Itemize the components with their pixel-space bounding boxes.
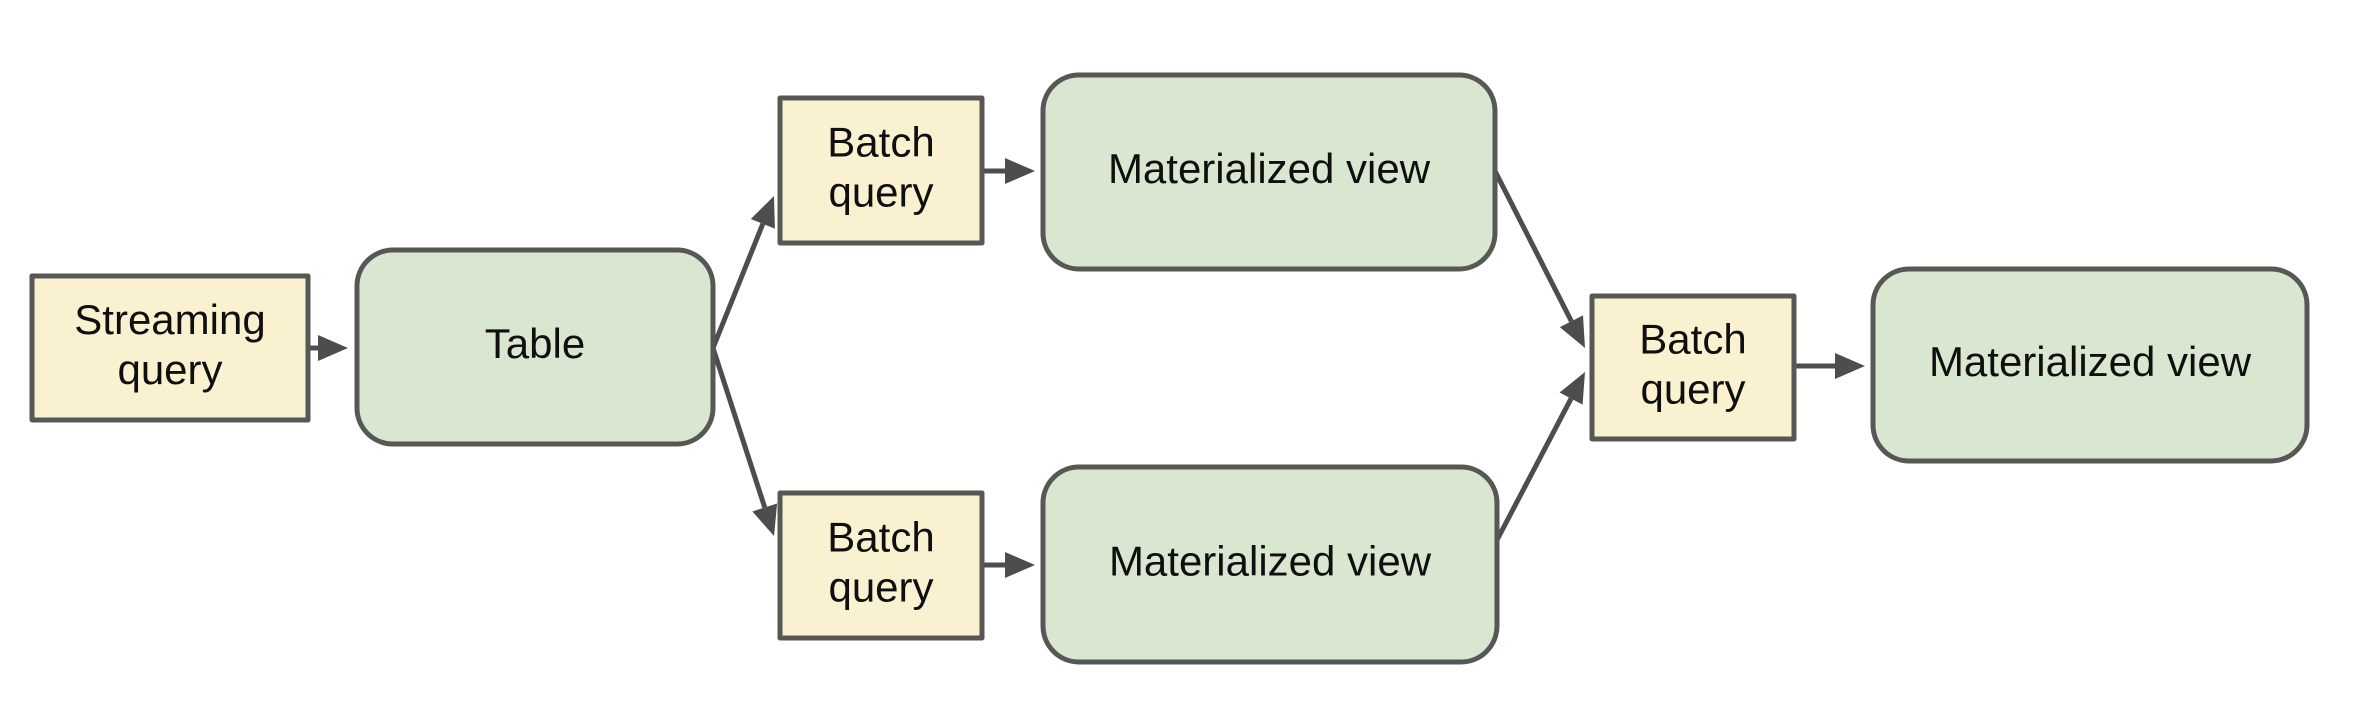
- arrowhead-icon: [750, 196, 775, 229]
- node-shape-rectangle[interactable]: [777, 490, 985, 641]
- node-label-batch-query-bottom: Batch: [827, 514, 934, 561]
- arrowhead-icon: [1559, 372, 1585, 405]
- edge-shaft: [1492, 169, 1574, 323]
- edge-batch-query-bottom-to-materialized-view-bottom: [982, 552, 1035, 578]
- edge-materialized-view-top-to-batch-query-merge: [1492, 169, 1585, 348]
- edge-materialized-view-bottom-to-batch-query-merge: [1494, 372, 1585, 542]
- arrowhead-icon: [1835, 353, 1865, 379]
- node-shape-rectangle[interactable]: [777, 95, 985, 246]
- node-label-batch-query-merge: Batch: [1639, 316, 1746, 363]
- arrowhead-icon: [1005, 158, 1035, 184]
- node-label-batch-query-merge: query: [1640, 366, 1745, 413]
- node-materialized-view-final[interactable]: Materialized view: [1870, 266, 2310, 464]
- edge-batch-query-top-to-materialized-view-top: [982, 158, 1035, 184]
- node-table[interactable]: Table: [354, 247, 716, 447]
- node-shape-rectangle[interactable]: [1589, 293, 1797, 442]
- node-label-table: Table: [485, 320, 585, 367]
- arrowhead-icon: [1005, 552, 1035, 578]
- arrowhead-icon: [752, 503, 778, 536]
- node-materialized-view-top[interactable]: Materialized view: [1040, 72, 1498, 272]
- node-label-materialized-view-top: Materialized view: [1108, 145, 1431, 192]
- edges-layer: [308, 158, 1865, 578]
- node-shape-rounded-rectangle[interactable]: [1040, 464, 1500, 665]
- edge-streaming-query-to-table: [308, 335, 348, 361]
- arrowhead-icon: [318, 335, 348, 361]
- node-shape-rounded-rectangle[interactable]: [1870, 266, 2310, 464]
- node-label-streaming-query: Streaming: [74, 296, 265, 343]
- node-label-batch-query-bottom: query: [828, 564, 933, 611]
- node-label-batch-query-top: Batch: [827, 119, 934, 166]
- edge-shaft: [1494, 397, 1574, 542]
- node-label-batch-query-top: query: [828, 169, 933, 216]
- node-shape-rounded-rectangle[interactable]: [1040, 72, 1498, 272]
- node-label-materialized-view-bottom: Materialized view: [1109, 538, 1432, 585]
- node-shape-rectangle[interactable]: [29, 273, 311, 423]
- edge-table-to-batch-query-bottom: [710, 347, 778, 536]
- node-label-streaming-query: query: [117, 346, 222, 393]
- edge-shaft: [710, 347, 768, 509]
- node-label-materialized-view-final: Materialized view: [1929, 338, 2252, 385]
- edge-shaft: [710, 222, 766, 349]
- arrowhead-icon: [1559, 315, 1585, 348]
- edge-batch-query-merge-to-materialized-view-final: [1794, 353, 1865, 379]
- edge-table-to-batch-query-top: [710, 196, 775, 349]
- node-materialized-view-bottom[interactable]: Materialized view: [1040, 464, 1500, 665]
- node-shape-rounded-rectangle[interactable]: [354, 247, 716, 447]
